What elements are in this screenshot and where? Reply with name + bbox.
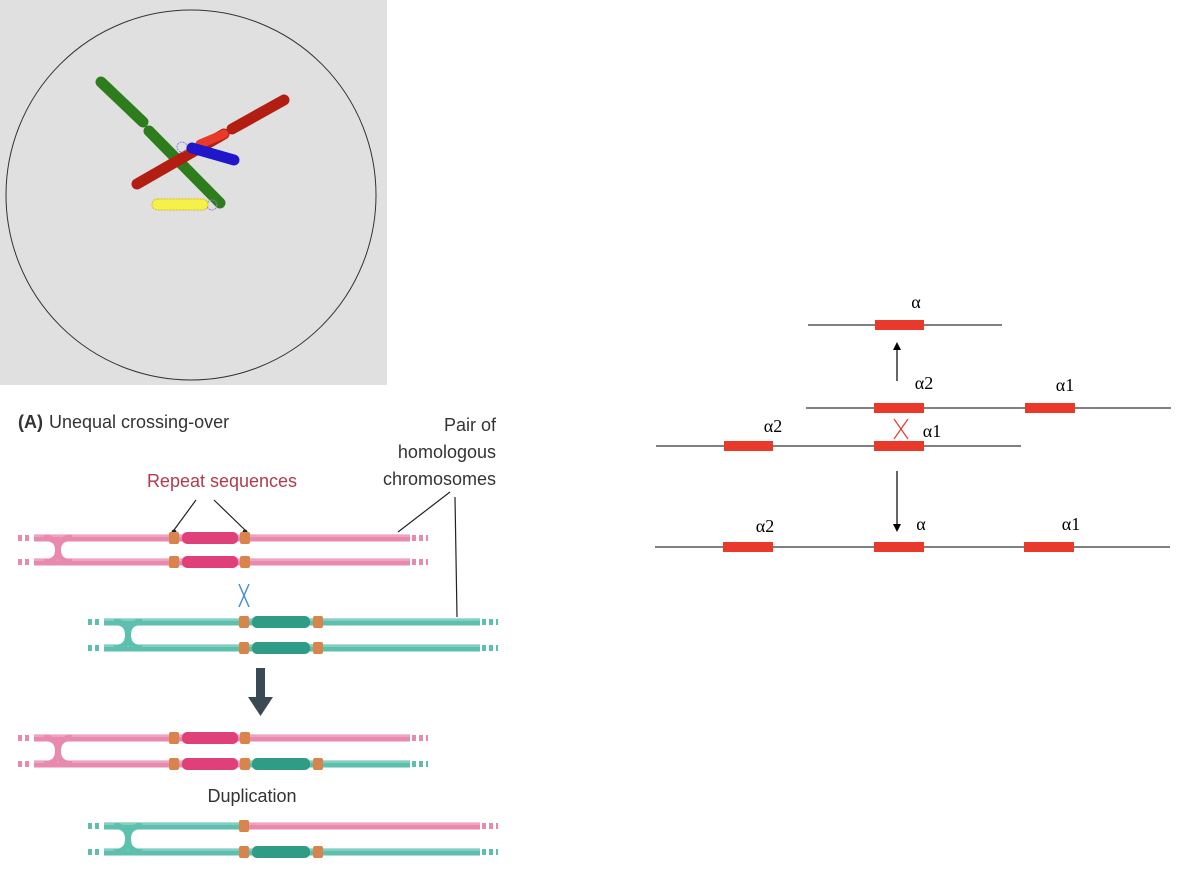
green-chromosome <box>95 76 226 211</box>
cell-outline <box>5 9 377 381</box>
pair-1-lower-strand-repeat-marker-0 <box>239 642 249 654</box>
top-alpha-gene <box>875 320 924 330</box>
pair-2-upper-strand-repeat-marker-1 <box>240 732 250 744</box>
up-arrow-icon <box>893 342 901 381</box>
pair-3-centromere-b <box>113 823 143 855</box>
pair-1-upper-strand-repeat-marker-0 <box>239 616 249 628</box>
bottom-alpha-label: α <box>916 514 926 534</box>
row3-alpha2-label: α2 <box>764 416 782 436</box>
duplication-label: Duplication <box>207 786 296 806</box>
cell-panel <box>0 0 387 385</box>
bottom-alpha1-label: α1 <box>1062 514 1080 534</box>
bottom-alpha1-gene <box>1024 542 1074 552</box>
pair-0-lower-strand-repeat-marker-1 <box>240 556 250 568</box>
row2-alpha1-gene <box>1025 403 1075 413</box>
pair-3-lower-strand-repeat-marker-0 <box>239 846 249 858</box>
pair-0-lower-strand-gene-block-0 <box>182 556 238 568</box>
crossover-x-icon <box>238 583 250 608</box>
cell-panel-background <box>0 0 387 385</box>
yellow-chromosome <box>151 198 209 211</box>
homolog-leader-right <box>454 496 458 618</box>
bottom-alpha-gene <box>874 542 924 552</box>
pair-2-lower-strand-gene-block-0 <box>182 758 238 770</box>
homologous-label-line-1: Pair of <box>444 415 497 435</box>
row2-alpha1-label: α1 <box>1056 375 1074 395</box>
homolog-leader-top <box>397 491 451 533</box>
pair-1-upper-strand-gene-block-0 <box>252 616 310 628</box>
pair-2-upper-strand-gene-block-0 <box>182 732 238 744</box>
pair-0-upper-strand-repeat-marker-0 <box>169 532 179 544</box>
pair-2-lower-strand-repeat-marker-0 <box>169 758 179 770</box>
unequal-crossing-over-panel: (A) Unequal crossing-over Repeat sequence… <box>18 412 498 858</box>
crossover-red-x-icon <box>893 418 909 440</box>
pair-2-centromere-b <box>43 735 73 767</box>
repeat-sequences-label: Repeat sequences <box>147 471 297 491</box>
bottom-alpha2-gene <box>723 542 773 552</box>
pair-3-lower-strand-repeat-marker-1 <box>313 846 323 858</box>
blue-chromosome <box>186 142 240 166</box>
row2-alpha2-label: α2 <box>915 373 933 393</box>
homologous-label-line-3: chromosomes <box>383 469 496 489</box>
top-alpha-label: α <box>911 292 921 312</box>
row3-alpha1-gene <box>874 441 924 451</box>
pair-3-upper-strand-repeat-marker-0 <box>239 820 249 832</box>
pair-2-lower-strand-gene-block-1 <box>252 758 310 770</box>
red-chromosome <box>131 94 290 190</box>
pair-0-upper-strand-repeat-marker-1 <box>240 532 250 544</box>
down-arrow-small-icon <box>893 471 901 532</box>
pair-3-lower-strand-gene-block-0 <box>252 846 310 858</box>
bottom-alpha2-label: α2 <box>756 516 774 536</box>
chromosome-pairs <box>18 532 498 858</box>
alpha-globin-diagram: α α2 α1 α2 α1 α2 α <box>655 292 1171 552</box>
pair-0-centromere-b <box>43 535 73 565</box>
homologous-label-line-2: homologous <box>398 442 496 462</box>
row3-alpha1-label: α1 <box>923 421 941 441</box>
pair-2-upper-strand-repeat-marker-0 <box>169 732 179 744</box>
pair-0-upper-strand-gene-block-0 <box>182 532 238 544</box>
pair-1-upper-strand-repeat-marker-1 <box>313 616 323 628</box>
pair-2-lower-strand-repeat-marker-1 <box>240 758 250 770</box>
panel-letter: (A) <box>18 412 43 432</box>
panel-title-text: Unequal crossing-over <box>49 412 229 432</box>
row3-alpha2-gene <box>724 441 773 451</box>
down-arrow-icon <box>248 668 273 716</box>
pair-0-lower-strand-repeat-marker-0 <box>169 556 179 568</box>
repeat-leader-right <box>213 499 246 531</box>
panel-title: (A) Unequal crossing-over <box>18 412 229 432</box>
pair-1-lower-strand-repeat-marker-1 <box>313 642 323 654</box>
row2-alpha2-gene <box>874 403 924 413</box>
repeat-leader-left <box>173 499 197 531</box>
pair-1-lower-strand-gene-block-0 <box>252 642 310 654</box>
pair-2-lower-strand-repeat-marker-2 <box>313 758 323 770</box>
pair-1-centromere-b <box>113 619 143 651</box>
